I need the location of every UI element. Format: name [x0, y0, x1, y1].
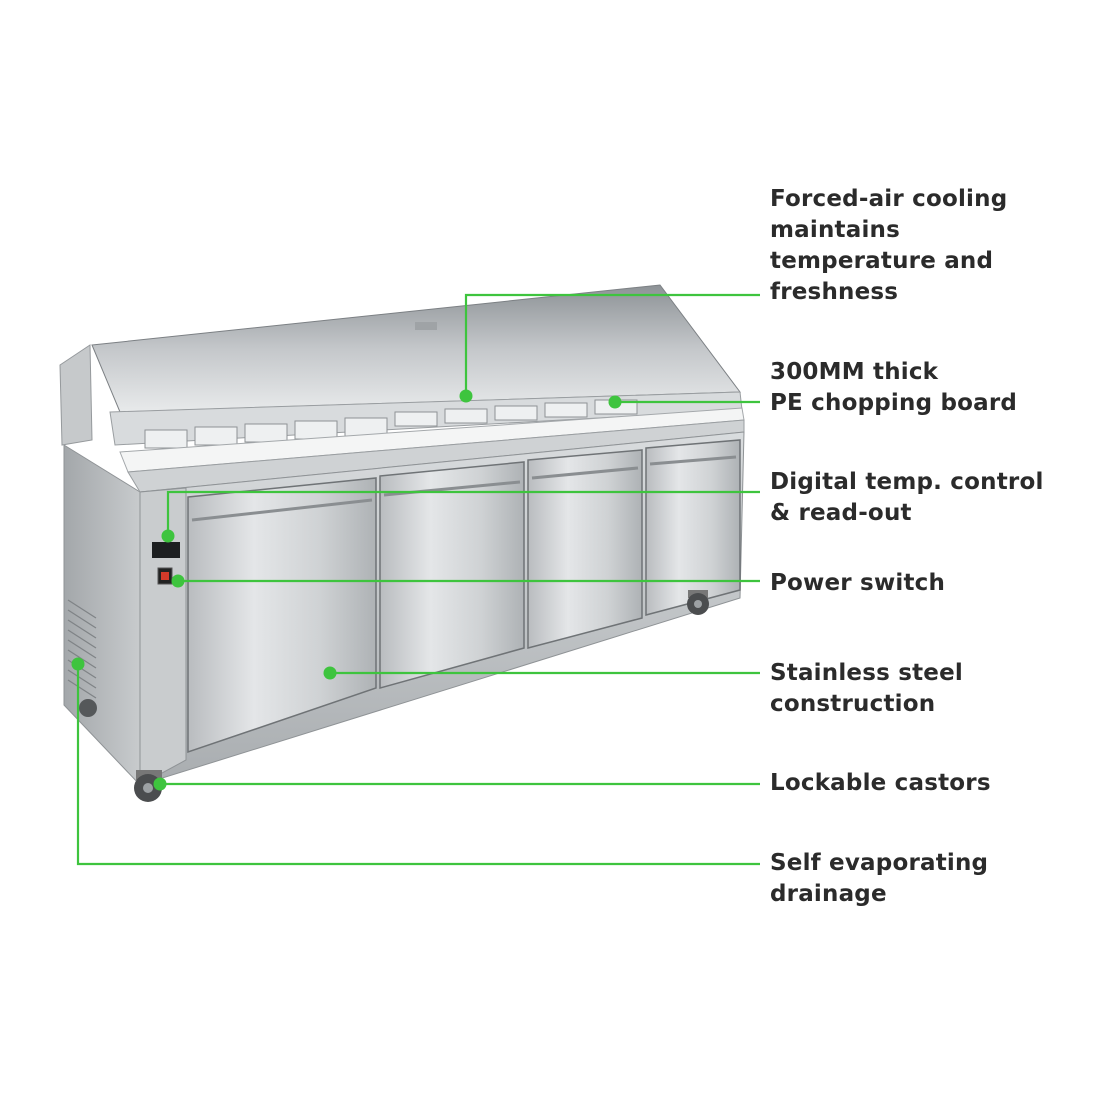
- feature-text-line: Power switch: [770, 570, 946, 596]
- feature-text-line: Lockable castors: [770, 770, 991, 796]
- feature-text-line: & read-out: [770, 500, 912, 526]
- callout-dot-temp-control: [161, 529, 175, 543]
- callout-line-temp-control: [166, 490, 760, 535]
- feature-lockable-castors: Lockable castors: [770, 768, 1090, 799]
- lid-handle: [415, 322, 437, 330]
- feature-power-switch: Power switch: [770, 568, 1090, 599]
- digital-display: [152, 542, 180, 558]
- callout-dot-chopping-board: [608, 395, 622, 409]
- feature-forced-air-cooling: Forced-air cooling maintains temperature…: [770, 184, 1090, 308]
- door-4: [645, 439, 741, 616]
- callout-dot-cooling: [459, 389, 473, 403]
- vent-grille: [67, 599, 97, 699]
- callout-line-cooling: [464, 293, 760, 396]
- door-3: [527, 449, 643, 649]
- feature-text-line: construction: [770, 691, 936, 717]
- feature-self-evaporating-drainage: Self evaporating drainage: [770, 848, 1090, 910]
- feature-text-line: temperature and: [770, 248, 994, 274]
- feature-chopping-board: 300MM thick PE chopping board: [770, 357, 1090, 419]
- callout-dot-power-switch: [171, 574, 185, 588]
- feature-text-line: Self evaporating: [770, 850, 989, 876]
- callout-dot-castors: [153, 777, 167, 791]
- feature-text-line: drainage: [770, 881, 887, 907]
- feature-text-line: freshness: [770, 279, 899, 305]
- callout-lines: [76, 293, 760, 866]
- callout-dot-stainless: [323, 666, 337, 680]
- door-1: [187, 477, 377, 754]
- callout-dots: [71, 389, 622, 791]
- feature-text-line: Stainless steel: [770, 660, 963, 686]
- feature-stainless-steel: Stainless steel construction: [770, 658, 1090, 720]
- feature-text-line: Digital temp. control: [770, 469, 1044, 495]
- door-2: [379, 461, 525, 689]
- callout-line-drainage: [76, 664, 760, 866]
- feature-text-line: PE chopping board: [770, 390, 1018, 416]
- back-splash: [59, 344, 93, 446]
- control-panel: [139, 487, 187, 786]
- feature-text-line: 300MM thick: [770, 359, 939, 385]
- feature-text-line: maintains: [770, 217, 901, 243]
- feature-digital-temp-control: Digital temp. control & read-out: [770, 467, 1090, 529]
- feature-text-line: Forced-air cooling: [770, 186, 1008, 212]
- hinged-lid: [91, 284, 741, 413]
- refrigerated-prep-counter-illustration: [59, 284, 745, 802]
- callout-dot-drainage: [71, 657, 85, 671]
